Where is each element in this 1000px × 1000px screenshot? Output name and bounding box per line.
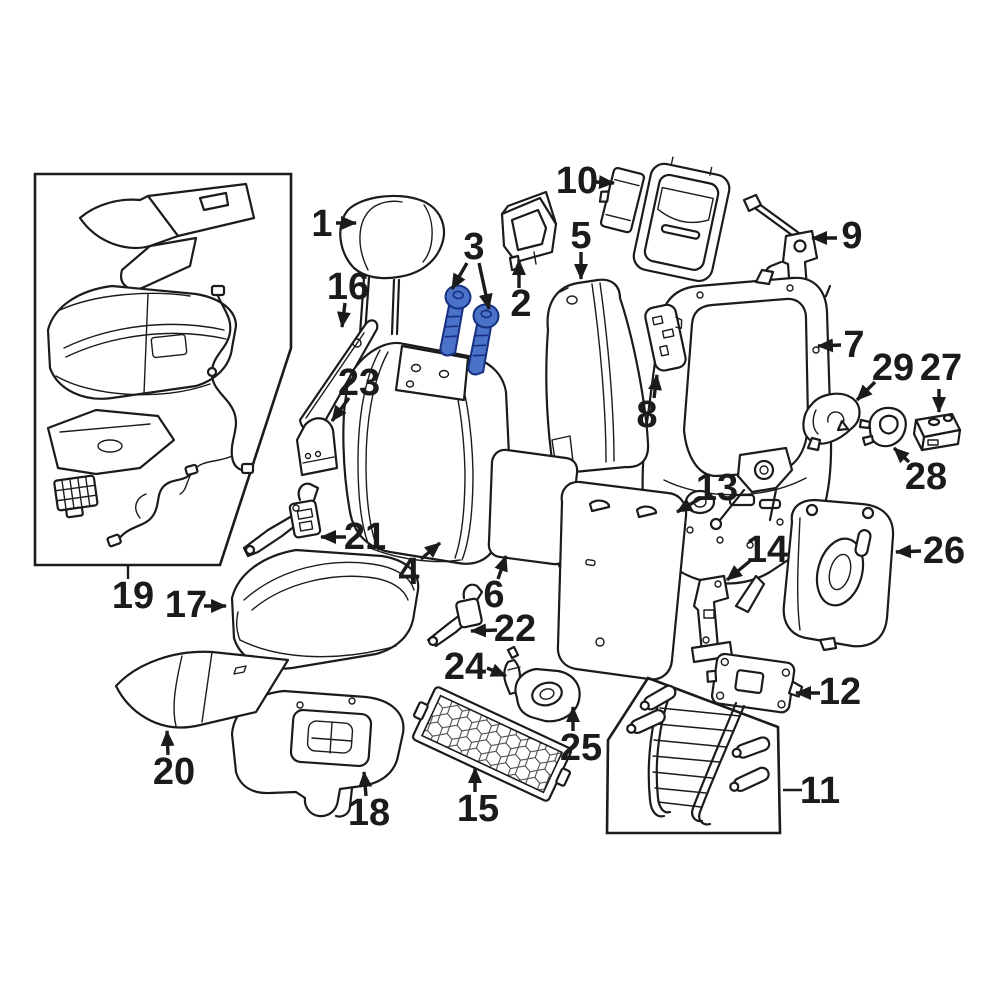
callout-29-arrow xyxy=(855,380,877,402)
callout-23-arrow xyxy=(330,396,351,423)
lower-shield xyxy=(46,408,176,476)
part-seat-cushion xyxy=(230,548,420,670)
callout-15-label: 15 xyxy=(457,788,499,830)
lumbar-actuator xyxy=(639,684,677,711)
part-recline-handle xyxy=(802,392,861,452)
part-bolts xyxy=(439,284,500,376)
callout-16-label: 16 xyxy=(327,266,369,308)
callout-3-arrow xyxy=(450,262,469,290)
callout-12-label: 12 xyxy=(819,671,861,713)
part-switch xyxy=(912,412,962,452)
callout-19-label: 19 xyxy=(112,575,154,617)
callout-25-label: 25 xyxy=(560,727,602,769)
part-heater-mat xyxy=(411,686,573,802)
callout-24-arrow xyxy=(486,663,507,678)
callout-10-arrow xyxy=(595,175,615,190)
lumbar-actuator xyxy=(626,709,666,735)
part-side-shield xyxy=(782,498,895,652)
part-bolster-cover xyxy=(514,667,581,723)
connector-block xyxy=(53,474,99,519)
callout-26-arrow xyxy=(895,544,922,559)
rear-panel-plate xyxy=(598,167,646,234)
callout-2-label: 2 xyxy=(510,283,531,325)
callout-3-label: 3 xyxy=(463,226,484,268)
assembly-box-11 xyxy=(605,676,782,835)
part-seat-back-board xyxy=(556,480,688,681)
callout-18-label: 18 xyxy=(348,792,390,834)
callout-17-label: 17 xyxy=(165,584,207,626)
callout-13-arrow xyxy=(676,496,702,514)
lumbar-actuator xyxy=(729,766,770,793)
part-track-bracket-left xyxy=(242,482,322,558)
callout-16-arrow xyxy=(336,302,351,328)
callout-4-arrow xyxy=(419,541,442,561)
callout-7-arrow xyxy=(817,338,842,353)
callout-29-label: 29 xyxy=(872,347,914,389)
cushion-with-frame xyxy=(46,284,238,400)
part-track-bracket-right xyxy=(426,583,484,648)
part-headrest-guide xyxy=(500,190,558,272)
callout-14-label: 14 xyxy=(746,529,788,571)
bolt-icon xyxy=(467,303,500,376)
part-side-bracket xyxy=(644,303,687,372)
part-small-bracket xyxy=(295,417,339,477)
callout-6-arrow xyxy=(494,555,508,580)
callout-7-label: 7 xyxy=(843,324,864,366)
part-rear-panel-assembly xyxy=(598,156,731,283)
callout-23-label: 23 xyxy=(338,362,380,404)
part-recliner-linkage xyxy=(709,446,794,531)
callout-20-label: 20 xyxy=(153,751,195,793)
callout-1-label: 1 xyxy=(311,203,332,245)
callout-22-arrow xyxy=(470,623,498,638)
callout-layer: 1234567891011121314151617181920212223242… xyxy=(112,160,965,834)
callout-6-label: 6 xyxy=(483,574,504,616)
callout-20-arrow xyxy=(160,730,175,756)
callout-22-label: 22 xyxy=(494,608,536,650)
callout-18-arrow xyxy=(358,771,373,797)
callout-4-label: 4 xyxy=(398,551,419,593)
wiring-harness xyxy=(106,284,255,548)
assembly-box-19 xyxy=(33,172,293,567)
callout-11-label: 11 xyxy=(800,770,840,812)
part-bezel xyxy=(858,406,907,448)
callout-13-label: 13 xyxy=(696,467,738,509)
part-headrest xyxy=(339,194,446,336)
callout-8-label: 8 xyxy=(636,394,657,436)
callout-21-label: 21 xyxy=(344,516,386,558)
callout-24-label: 24 xyxy=(444,646,486,688)
callout-5-label: 5 xyxy=(570,215,591,257)
bolt-icon xyxy=(439,284,472,357)
part-seat-back-cover xyxy=(342,342,511,565)
callout-28-arrow xyxy=(892,446,911,464)
pad-top xyxy=(78,182,256,291)
callout-26-label: 26 xyxy=(923,530,965,572)
callout-3-arrow xyxy=(477,262,493,310)
callout-14-arrow xyxy=(725,559,752,582)
lumbar-actuator xyxy=(731,736,771,759)
part-seat-back-foam xyxy=(545,278,650,474)
callout-10-label: 10 xyxy=(556,160,598,202)
callout-28-label: 28 xyxy=(905,456,947,498)
callout-27-label: 27 xyxy=(920,347,962,389)
part-support-bracket xyxy=(690,574,734,664)
callout-9-label: 9 xyxy=(841,215,862,257)
part-cushion-pad xyxy=(114,650,290,729)
callout-8-arrow xyxy=(648,374,663,399)
